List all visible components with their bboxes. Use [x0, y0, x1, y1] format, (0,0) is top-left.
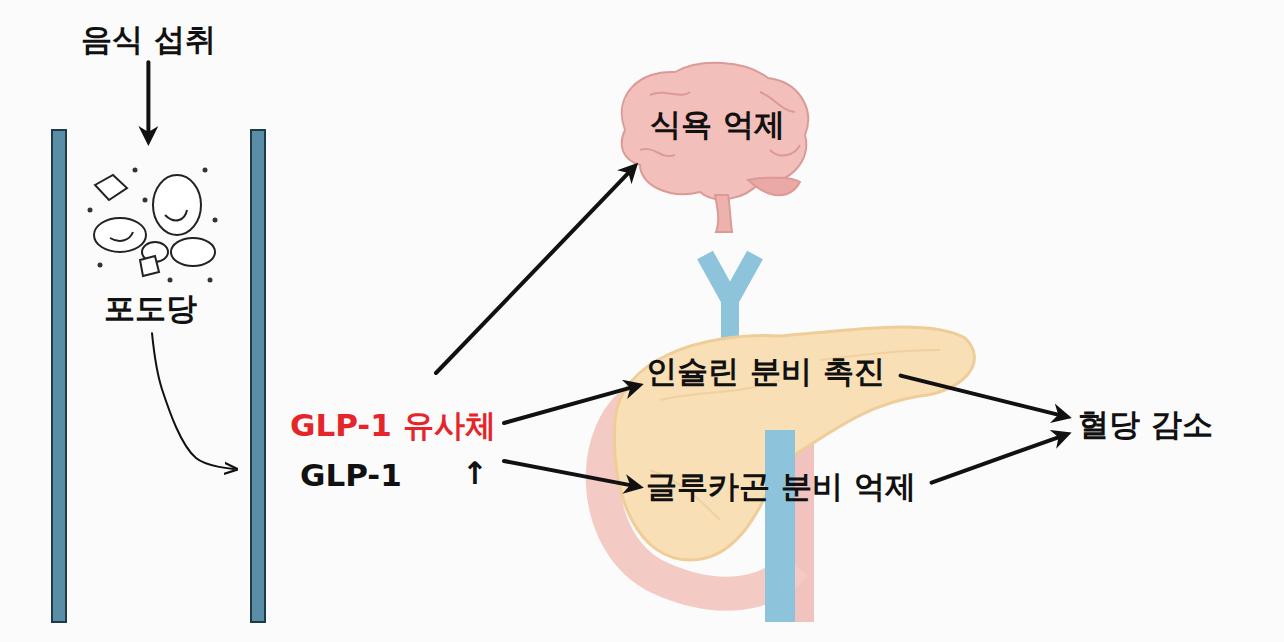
node-text: 음식 섭취	[81, 21, 216, 58]
arrow-connector	[436, 167, 634, 373]
intestine-wall	[52, 130, 66, 622]
glucose-node: 포도당	[69, 138, 231, 329]
arrow-connector	[146, 62, 150, 140]
node-text: ↑	[462, 455, 488, 492]
effect-label: 식욕 억제	[644, 104, 791, 145]
intestine-wall	[251, 130, 265, 622]
pancreas-illustration	[603, 255, 975, 622]
vein	[765, 430, 795, 622]
node-text: GLP-1 유사체	[290, 407, 496, 444]
arrow-connector	[932, 435, 1066, 483]
arrow-connector	[504, 461, 638, 487]
node-text: 인슐린 분비 촉진	[646, 353, 885, 390]
result-label: 혈당 감소	[1072, 404, 1219, 445]
arrow-connector	[504, 386, 638, 423]
node-text: 식욕 억제	[650, 106, 785, 143]
step-label: 음식 섭취	[75, 19, 222, 60]
food-particles	[75, 140, 225, 290]
vein	[705, 255, 755, 345]
node-text: 글루카곤 분비 억제	[646, 468, 916, 505]
effect-label: 인슐린 분비 촉진	[640, 351, 891, 392]
node-text: GLP-1	[300, 457, 402, 494]
arrow-connector	[152, 333, 234, 469]
glp1-node: GLP-1 유사체 GLP-1 ↑	[236, 403, 502, 499]
arrow-connector	[901, 376, 1066, 417]
node-text: 포도당	[75, 290, 225, 327]
node-text: 혈당 감소	[1078, 406, 1213, 443]
brain-illustration	[622, 63, 808, 232]
effect-label: 글루카곤 분비 억제	[640, 466, 922, 507]
